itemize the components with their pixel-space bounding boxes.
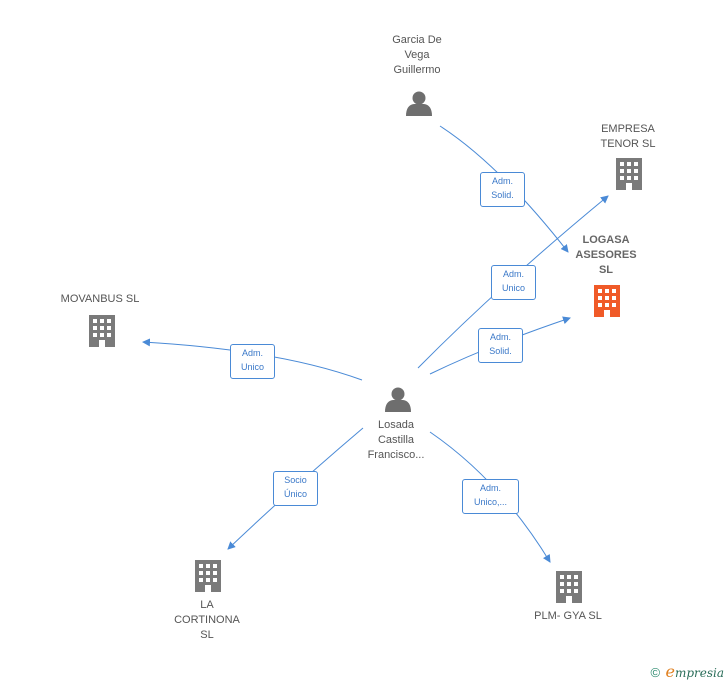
person-icon[interactable] <box>406 91 432 117</box>
building-icon-highlight[interactable] <box>594 285 620 317</box>
footer-brand: © empresia <box>651 662 724 681</box>
person-icon[interactable] <box>385 387 411 413</box>
building-icon[interactable] <box>195 560 221 592</box>
edge-label-losada-cortinona[interactable]: Socio Único <box>273 471 318 506</box>
node-label-movanbus[interactable]: MOVANBUS SL <box>60 293 140 305</box>
edge-label-garcia-logasa[interactable]: Adm. Solid. <box>480 172 525 207</box>
node-label-garcia[interactable]: Garcia De Vega Guillermo <box>392 34 442 76</box>
node-label-losada[interactable]: Losada Castilla Francisco... <box>367 419 425 461</box>
node-label-empresa-tenor[interactable]: EMPRESA TENOR SL <box>600 123 656 150</box>
edge-label-losada-logasa[interactable]: Adm. Solid. <box>478 328 523 363</box>
node-label-plm-gya[interactable]: PLM- GYA SL <box>534 610 602 622</box>
edge-label-losada-plm[interactable]: Adm. Unico,... <box>462 479 519 514</box>
edge-label-losada-tenor[interactable]: Adm. Unico <box>491 265 536 300</box>
brand-logo-text: mpresia <box>674 666 724 680</box>
building-icon[interactable] <box>616 158 642 190</box>
building-icon[interactable] <box>556 571 582 603</box>
building-icon[interactable] <box>89 315 115 347</box>
copyright-icon: © <box>650 665 661 680</box>
edge-label-losada-movanbus[interactable]: Adm. Unico <box>230 344 275 379</box>
node-label-logasa[interactable]: LOGASA ASESORES SL <box>575 234 637 276</box>
node-label-la-cortinona[interactable]: LA CORTINONA SL <box>174 599 240 641</box>
brand-logo-initial: e <box>665 662 675 681</box>
